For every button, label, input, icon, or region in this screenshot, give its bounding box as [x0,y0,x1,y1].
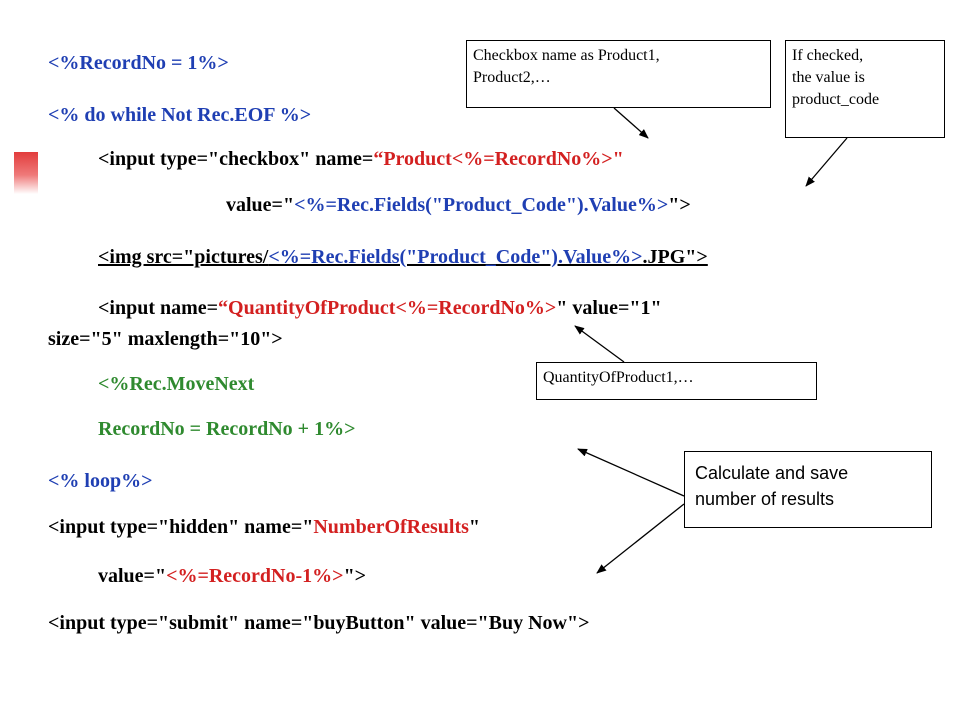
arrow-to-checkbox-name [613,107,649,139]
callout-checkbox-name: Checkbox name as Product1, Product2,… [466,40,771,108]
code-line-img-tag: <img src="pictures/<%=Rec.Fields("Produc… [98,246,708,268]
code-line-checkbox-input: <input type="checkbox" name=“Product<%=R… [98,148,624,170]
code-line-submit-input: <input type="submit" name="buyButton" va… [48,612,590,634]
code-line-recordno-increment: RecordNo = RecordNo + 1%> [98,418,356,440]
product-code-expression: <%=Rec.Fields("Product_Code").Value%> [294,194,669,216]
code-line-loop: <% loop%> [48,470,153,492]
arrow-to-hidden-value [596,503,685,574]
recordno-minus-one-expression: <%=RecordNo-1%> [166,565,344,587]
slide-bullet [14,152,38,194]
arrow-to-quantity-name [574,325,625,363]
arrow-to-checkbox-value [805,137,848,187]
callout-quantity: QuantityOfProduct1,… [536,362,817,400]
arrow-to-loop-end [577,448,685,497]
code-line-do-while: <% do while Not Rec.EOF %> [48,104,312,126]
code-line-hidden-input: <input type="hidden" name="NumberOfResul… [48,516,480,538]
img-product-code-expression: <%=Rec.Fields("Product_Code").Value%> [268,246,643,268]
callout-calculate-results: Calculate and save number of results [684,451,932,528]
code-line-quantity-input: <input name=“QuantityOfProduct<%=RecordN… [98,297,662,319]
code-line-recordno-init: <%RecordNo = 1%> [48,52,229,74]
quantity-name-expression: “QuantityOfProduct<%=RecordNo%> [218,297,557,319]
callout-if-checked: If checked, the value is product_code [785,40,945,138]
code-line-size-maxlength: size="5" maxlength="10"> [48,328,283,350]
hidden-name-value: NumberOfResults [313,516,469,538]
code-line-checkbox-value: value="<%=Rec.Fields("Product_Code").Val… [226,194,691,216]
checkbox-name-expression: “Product<%=RecordNo%>" [373,148,624,170]
code-line-movenext: <%Rec.MoveNext [98,373,255,395]
code-line-hidden-value: value="<%=RecordNo-1%>"> [98,565,367,587]
